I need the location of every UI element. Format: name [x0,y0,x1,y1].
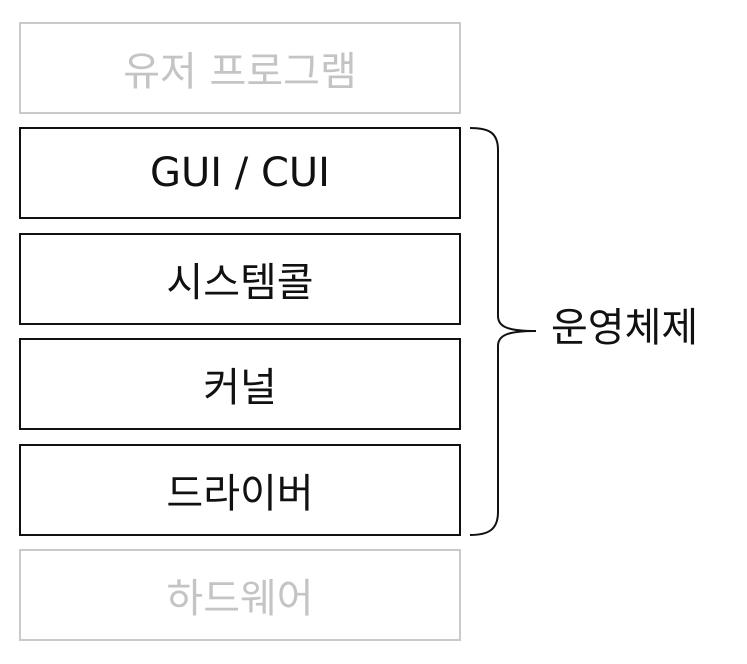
layer-gui-cui: GUI / CUI [19,127,461,219]
operating-system-label: 운영체제 [551,305,699,351]
layer-hardware: 하드웨어 [19,549,461,641]
layer-system-call: 시스템콜 [19,233,461,325]
layer-user-program: 유저 프로그램 [19,22,461,114]
layer-kernel: 커널 [19,338,461,430]
layer-driver: 드라이버 [19,444,461,536]
